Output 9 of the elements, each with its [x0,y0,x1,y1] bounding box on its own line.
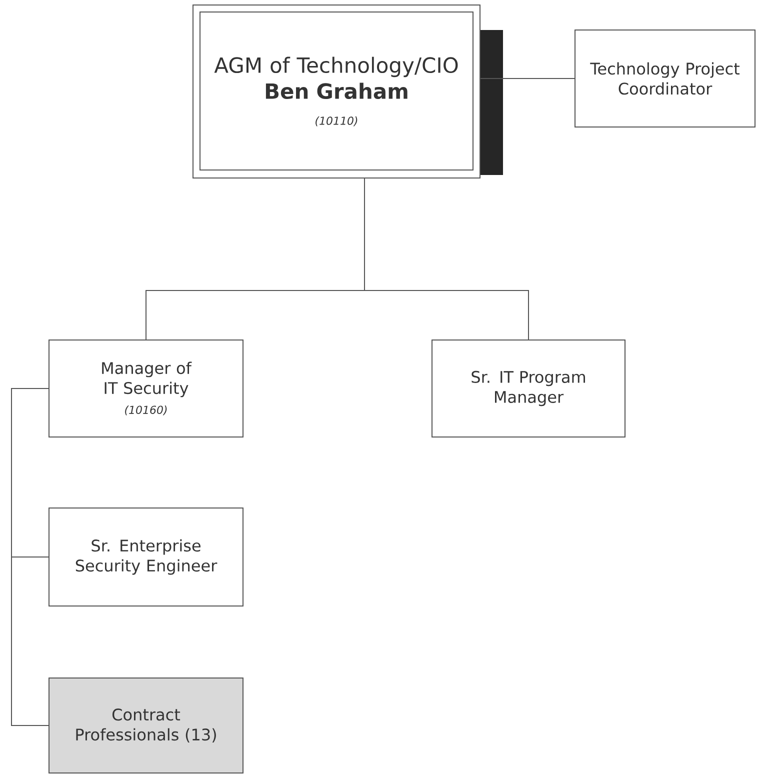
role-box: Sr. Enterprise Security Engineer [48,508,244,606]
role-box: Sr. IT Program Manager [432,340,626,438]
connector-line [364,178,529,340]
title-box: AGM of Technology/CIO Ben Graham (10110) [192,4,503,178]
role-box: Technology Project Coordinator [574,30,756,128]
connector-line [11,388,49,726]
role-box: Manager of IT Security (10160) [48,340,244,438]
role-box: Contract Professionals (13) [48,678,244,774]
connector-line [480,78,575,79]
